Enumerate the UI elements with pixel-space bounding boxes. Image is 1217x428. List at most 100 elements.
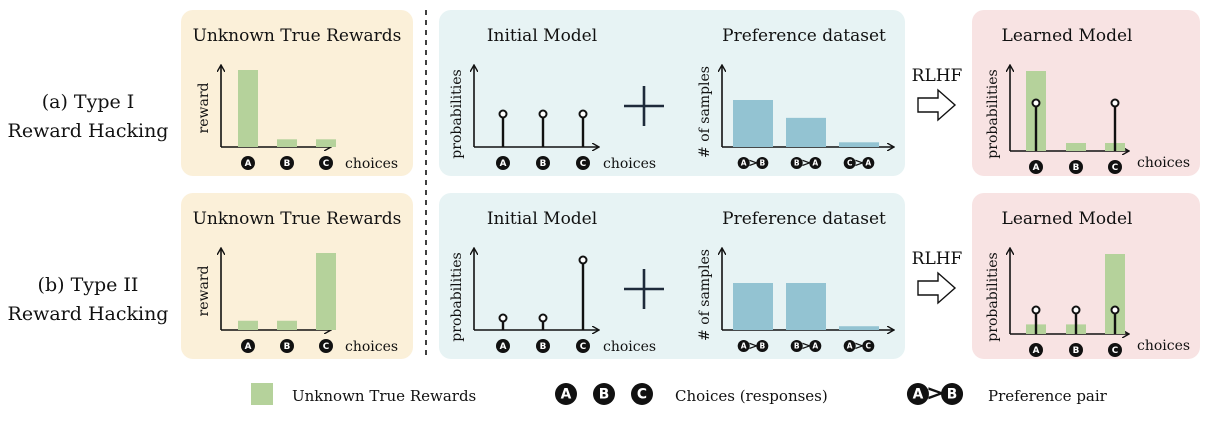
choice-badge-c: C xyxy=(319,156,333,170)
badge-letter: B xyxy=(540,159,547,169)
choices-axis-label: choices xyxy=(603,339,656,355)
choice-badge-b: B xyxy=(280,339,294,353)
legend-choice-badge-b: B xyxy=(593,383,615,405)
choice-badge-c: C xyxy=(1108,160,1122,174)
preference-pair-badge-ca: C>A xyxy=(843,155,875,169)
badge-circle xyxy=(496,339,510,353)
badge-circle xyxy=(809,340,822,352)
badge-circle xyxy=(1108,343,1122,357)
badge-letter: A xyxy=(500,342,507,352)
badge-letter: B xyxy=(1073,163,1080,173)
true-rewards-title: Unknown True Rewards xyxy=(193,209,402,229)
badge-letter: C xyxy=(866,342,872,351)
badge-letter: C xyxy=(323,342,329,352)
legend-choice-badge-a: A xyxy=(555,383,577,405)
reward-bar-c xyxy=(316,253,336,330)
badge-letter: B xyxy=(599,387,610,403)
probability-stem-b xyxy=(538,313,548,330)
stem-marker xyxy=(1110,305,1120,315)
choice-badge-b: B xyxy=(941,383,964,405)
choice-badge-b: B xyxy=(536,339,550,353)
badge-circle xyxy=(809,157,822,169)
stem-marker xyxy=(578,109,588,119)
choices-axis-label: choices xyxy=(345,156,398,172)
badge-letter: C xyxy=(847,159,853,168)
choice-badge-c: C xyxy=(862,340,875,352)
preference-bar-ab xyxy=(733,283,773,330)
choice-badge-b: B xyxy=(1069,160,1083,174)
badge-letter: B xyxy=(284,342,291,352)
badge-circle xyxy=(862,157,875,169)
badge-circle xyxy=(906,383,929,405)
reward-axis-label: reward xyxy=(196,82,212,133)
probabilities-axis-label: probabilities xyxy=(449,69,465,158)
choice-badge-a: A xyxy=(1029,343,1043,357)
badge-letter: B xyxy=(759,342,765,351)
choice-badge-b: B xyxy=(790,340,803,352)
badge-letter: C xyxy=(637,387,647,403)
choices-axis-label: choices xyxy=(603,156,656,172)
probabilities-axis-label: probabilities xyxy=(985,252,1001,341)
choices-axis-label: choices xyxy=(1137,338,1190,354)
badge-circle xyxy=(756,157,769,169)
stem-marker xyxy=(1031,98,1041,108)
badge-circle xyxy=(756,340,769,352)
badge-letter: C xyxy=(580,159,586,169)
choice-badge-b: B xyxy=(536,156,550,170)
badge-circle xyxy=(843,340,856,352)
stem-marker xyxy=(578,255,588,265)
reward-bar-a xyxy=(238,70,258,147)
badge-letter: A xyxy=(741,342,747,351)
badge-circle xyxy=(1108,160,1122,174)
hollow-arrow-icon xyxy=(917,271,957,305)
greater-than-sign: > xyxy=(926,381,944,405)
preference-pair-badge-ab: A>B xyxy=(737,155,769,169)
badge-circle xyxy=(790,157,803,169)
probabilities-axis-label: probabilities xyxy=(985,69,1001,158)
choice-badge-c: C xyxy=(319,339,333,353)
badge-circle xyxy=(241,156,255,170)
row-label-line2: Reward Hacking xyxy=(8,120,169,142)
greater-than-sign: > xyxy=(854,338,864,352)
preference-bar-ab xyxy=(733,100,773,147)
preference-bar-ba xyxy=(786,117,826,147)
samples-axis-label: # of samples xyxy=(697,249,713,341)
badge-circle xyxy=(241,339,255,353)
badge-circle xyxy=(631,383,653,405)
badge-circle xyxy=(280,156,294,170)
rlhf-arrow: RLHF xyxy=(912,66,963,122)
badge-letter: B xyxy=(794,342,800,351)
probability-stem-b xyxy=(1071,305,1081,334)
badge-letter: B xyxy=(1073,346,1080,356)
preference-bar-ac xyxy=(839,326,879,330)
badge-circle xyxy=(280,339,294,353)
badge-circle xyxy=(941,383,964,405)
stem-marker xyxy=(538,313,548,323)
stem-marker xyxy=(1071,305,1081,315)
choice-badge-a: A xyxy=(241,156,255,170)
plus-icon xyxy=(624,86,664,126)
probability-stem-c xyxy=(578,255,588,330)
reward-bar-b xyxy=(277,320,297,330)
panel-true-rewards xyxy=(181,193,413,359)
preference-bar-ca xyxy=(839,142,879,147)
probability-stem-b xyxy=(538,109,548,147)
badge-circle xyxy=(496,156,510,170)
badge-letter: C xyxy=(1112,346,1118,356)
row-label-line1: (a) Type I xyxy=(42,91,135,113)
badge-circle xyxy=(319,156,333,170)
initial-model-title: Initial Model xyxy=(487,209,597,229)
choice-badge-a: A xyxy=(809,340,822,352)
probability-stem-a xyxy=(1031,305,1041,334)
badge-letter: B xyxy=(947,387,958,403)
badge-circle xyxy=(1069,343,1083,357)
badge-circle xyxy=(536,339,550,353)
reward-axis-label: reward xyxy=(196,265,212,316)
preference-pair-badge-ba: B>A xyxy=(790,338,822,352)
stem-marker xyxy=(1031,305,1041,315)
